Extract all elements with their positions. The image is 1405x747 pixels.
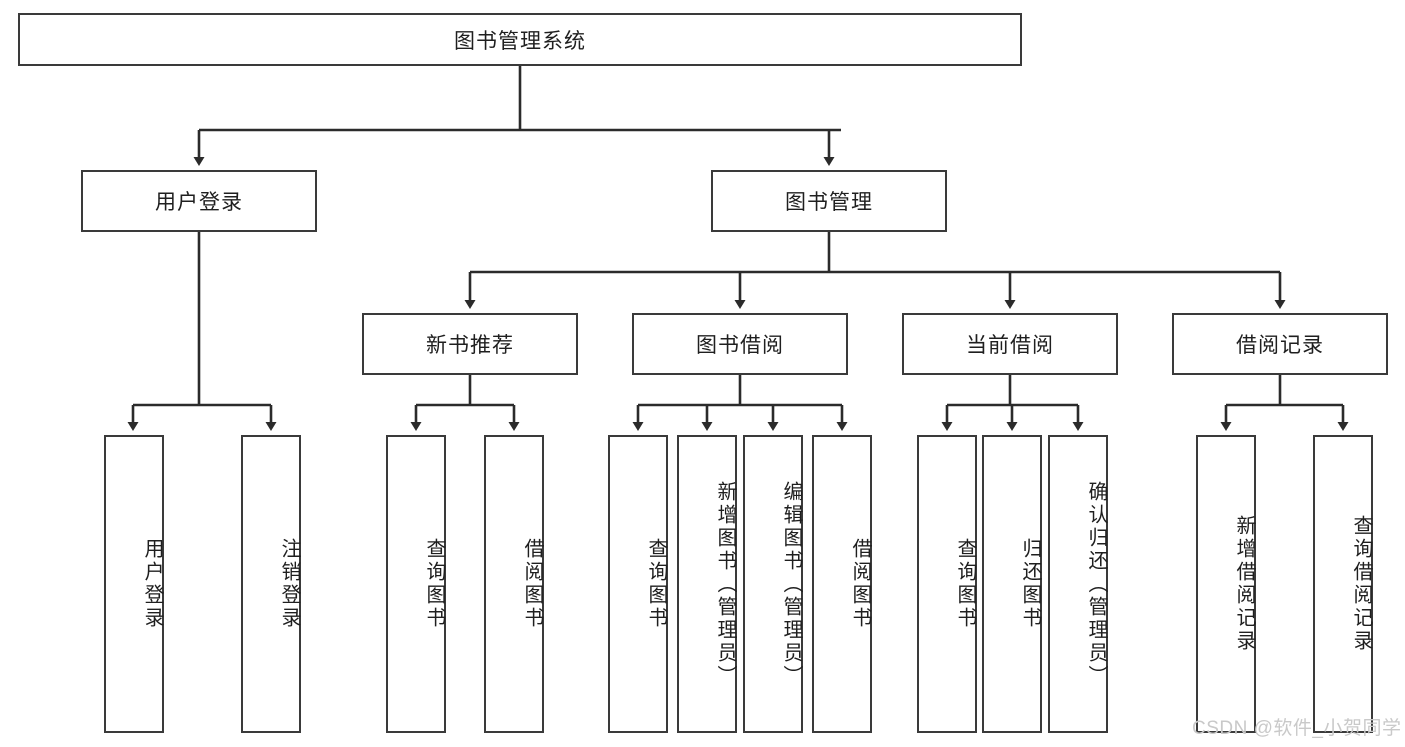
node-leaf-cur-return-book-label: 归还图书 (1019, 538, 1041, 630)
node-leaf-rec-borrow-book-label: 借阅图书 (521, 538, 543, 630)
node-borrow-record[interactable]: 借阅记录 (1172, 313, 1388, 375)
node-leaf-borrow-query-book[interactable]: 查询图书 (608, 435, 668, 733)
node-book-borrow-label: 图书借阅 (696, 334, 784, 357)
node-leaf-cur-return-book[interactable]: 归还图书 (982, 435, 1042, 733)
node-leaf-rec-add-record-label: 新增借阅记录 (1233, 515, 1255, 653)
node-leaf-borrow-borrow-book[interactable]: 借阅图书 (812, 435, 872, 733)
node-leaf-borrow-add-book-label: 新增图书（管理员） (714, 480, 736, 688)
node-current-borrow-label: 当前借阅 (966, 334, 1054, 357)
node-book-manage[interactable]: 图书管理 (711, 170, 947, 232)
node-leaf-user-login-label: 用户登录 (141, 538, 163, 630)
node-leaf-cur-confirm-return-label: 确认归还（管理员） (1085, 480, 1107, 688)
node-leaf-rec-borrow-book[interactable]: 借阅图书 (484, 435, 544, 733)
node-book-borrow[interactable]: 图书借阅 (632, 313, 848, 375)
node-leaf-borrow-borrow-book-label: 借阅图书 (849, 538, 871, 630)
node-user-login[interactable]: 用户登录 (81, 170, 317, 232)
node-leaf-rec-query-book-label: 查询图书 (423, 538, 445, 630)
node-leaf-rec-query-book[interactable]: 查询图书 (386, 435, 446, 733)
node-current-borrow[interactable]: 当前借阅 (902, 313, 1118, 375)
node-leaf-borrow-edit-book[interactable]: 编辑图书（管理员） (743, 435, 803, 733)
node-leaf-rec-add-record[interactable]: 新增借阅记录 (1196, 435, 1256, 733)
node-new-book-rec-label: 新书推荐 (426, 334, 514, 357)
node-leaf-borrow-add-book[interactable]: 新增图书（管理员） (677, 435, 737, 733)
node-new-book-rec[interactable]: 新书推荐 (362, 313, 578, 375)
node-user-login-label: 用户登录 (155, 191, 243, 214)
node-leaf-user-logout[interactable]: 注销登录 (241, 435, 301, 733)
node-leaf-borrow-query-book-label: 查询图书 (645, 538, 667, 630)
node-leaf-rec-query-record-label: 查询借阅记录 (1350, 515, 1372, 653)
node-leaf-cur-query-book[interactable]: 查询图书 (917, 435, 977, 733)
node-leaf-user-logout-label: 注销登录 (278, 538, 300, 630)
node-root-system[interactable]: 图书管理系统 (18, 13, 1022, 66)
node-leaf-rec-query-record[interactable]: 查询借阅记录 (1313, 435, 1373, 733)
node-root-system-label: 图书管理系统 (454, 29, 586, 53)
node-borrow-record-label: 借阅记录 (1236, 334, 1324, 357)
node-leaf-user-login[interactable]: 用户登录 (104, 435, 164, 733)
node-leaf-borrow-edit-book-label: 编辑图书（管理员） (780, 480, 802, 688)
node-book-manage-label: 图书管理 (785, 191, 873, 214)
node-leaf-cur-query-book-label: 查询图书 (954, 538, 976, 630)
node-leaf-cur-confirm-return[interactable]: 确认归还（管理员） (1048, 435, 1108, 733)
